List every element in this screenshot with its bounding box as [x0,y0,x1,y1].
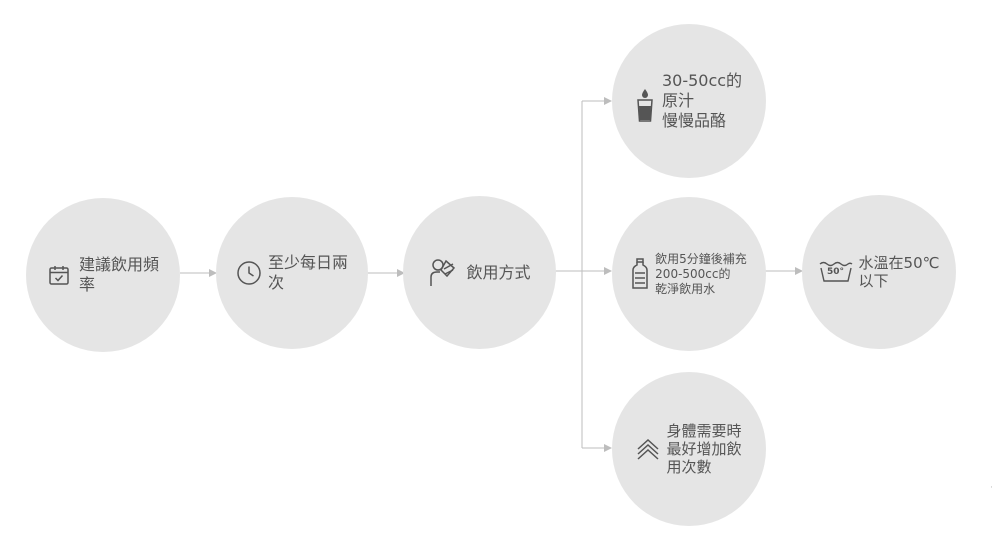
temperature-label-line2: 以下 [858,272,889,290]
node-method: 飲用方式 [403,196,556,349]
water-label-line3: 乾淨飲用水 [655,281,716,296]
node-daily: 至少每日兩 次 [216,197,368,349]
wash-temperature-icon: 50° [819,261,853,283]
chevrons-up-icon [636,437,660,461]
juice-label-line2: 原汁 [661,91,694,110]
node-water: 飲用5分鐘後補充 200-500cc的 乾淨飲用水 [612,197,766,351]
node-frequency: 建議飲用頻 率 [26,198,180,352]
clock-icon [236,260,262,286]
juice-label-line3: 慢慢品酪 [661,111,726,130]
method-label: 飲用方式 [466,262,531,282]
node-temperature: 50° 水溫在50℃ 以下 [802,195,956,349]
water-label-line1: 飲用5分鐘後補充 [655,251,747,266]
temperature-label-line1: 水溫在50℃ [858,254,940,272]
wash-temperature-value: 50° [827,267,845,277]
person-drinking-icon [428,258,456,288]
body-label-line3: 用次數 [666,458,712,476]
daily-label-line2: 次 [267,273,284,292]
water-bottle-icon [631,258,649,290]
juice-label-line1: 30-50cc的 [661,71,743,90]
water-label-line2: 200-500cc的 [655,266,731,281]
node-body: 身體需要時 最好增加飲 用次數 [612,372,766,526]
node-juice: 30-50cc的 原汁 慢慢品酪 [612,24,766,178]
stray-mark: · [990,483,993,493]
frequency-label-line2: 率 [78,275,95,294]
glass-icon [636,88,654,122]
calendar-check-icon [47,263,71,287]
daily-label-line1: 至少每日兩 [267,253,348,272]
frequency-label-line1: 建議飲用頻 [78,255,159,274]
body-label-line2: 最好增加飲 [666,440,742,458]
body-label-line1: 身體需要時 [666,422,742,440]
